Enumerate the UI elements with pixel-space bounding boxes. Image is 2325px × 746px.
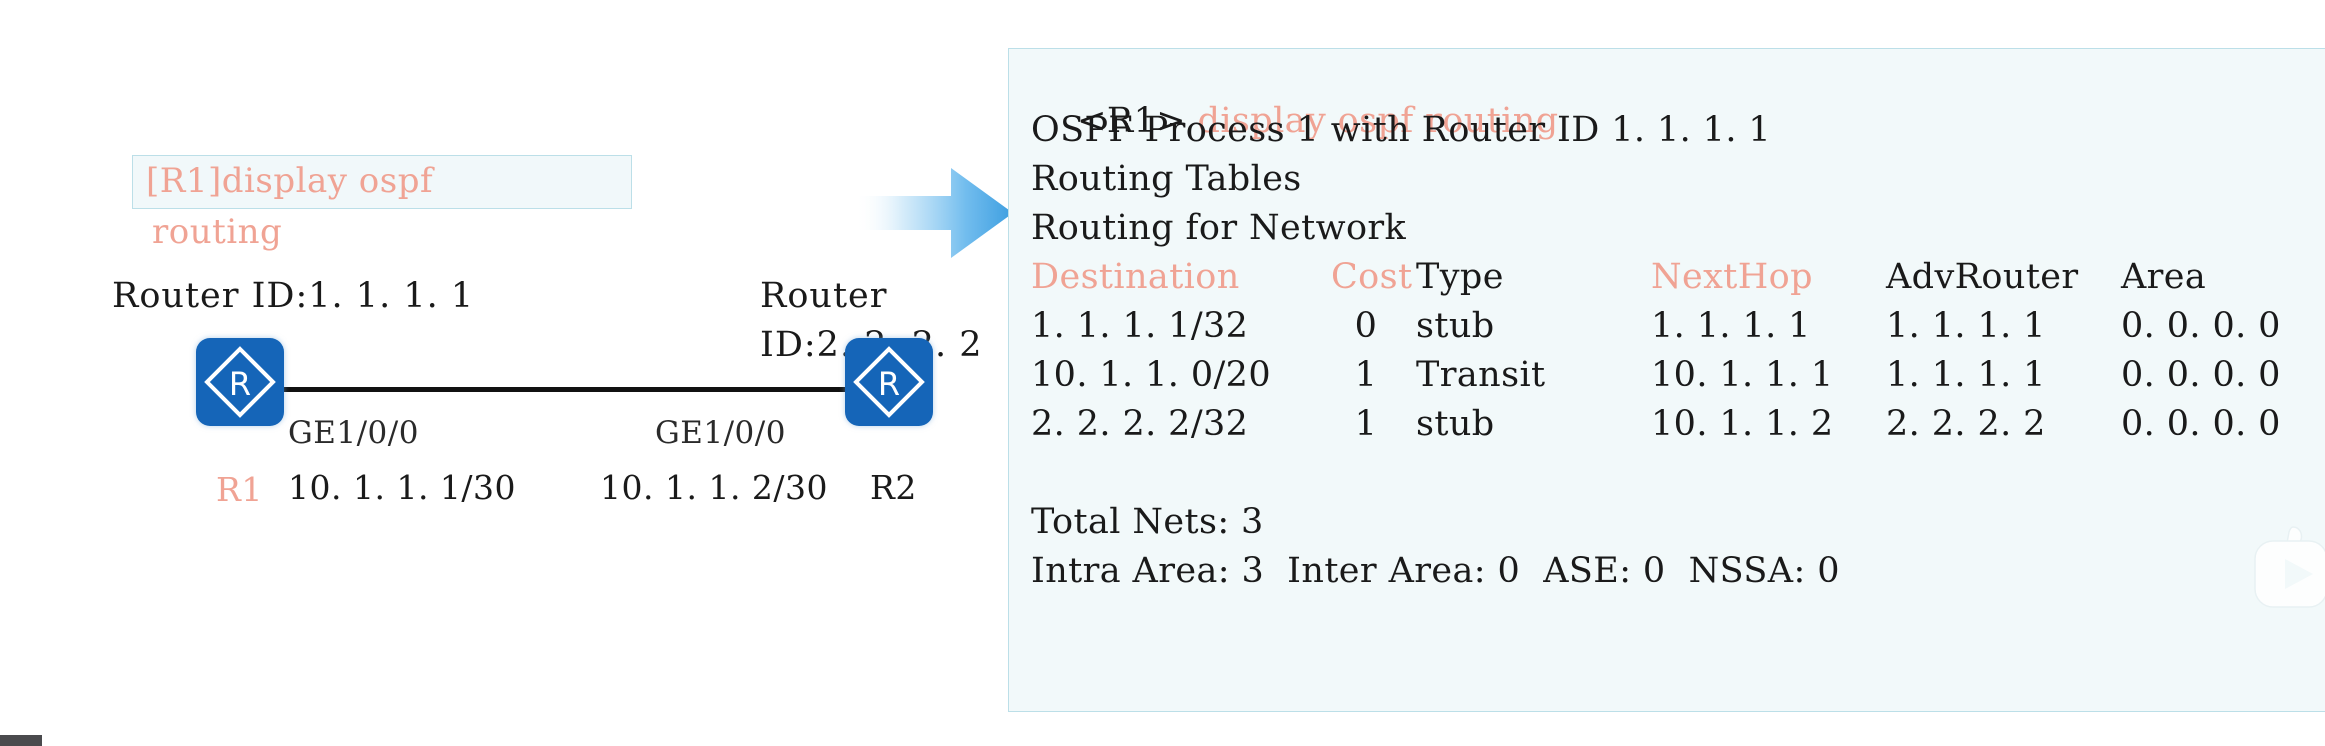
router-id-label-r1: Router ID:1. 1. 1. 1: [112, 276, 475, 316]
router-id-label-r2-line1: Router: [760, 276, 888, 316]
cell-destination: 2. 2. 2. 2/32: [1031, 404, 1249, 444]
cell-cost: 0: [1354, 306, 1378, 346]
cell-type: Transit: [1416, 355, 1546, 395]
table-row: 1. 1. 1. 1/32 0 stub 1. 1. 1. 1 1. 1. 1.…: [1031, 306, 2325, 346]
table-row: 2. 2. 2. 2/32 1 stub 10. 1. 1. 2 2. 2. 2…: [1031, 404, 2325, 444]
cell-advrouter: 2. 2. 2. 2: [1886, 404, 2046, 444]
cell-type: stub: [1416, 404, 1495, 444]
header-advrouter: AdvRouter: [1886, 257, 2079, 297]
command-callout-line1: [R1]display ospf: [146, 161, 434, 201]
header-type: Type: [1416, 257, 1504, 297]
cell-cost: 1: [1354, 355, 1378, 395]
terminal-prompt-line: <R1> display ospf routing: [1031, 61, 1559, 181]
cell-area: 0. 0. 0. 0: [2121, 306, 2281, 346]
cell-destination: 1. 1. 1. 1/32: [1031, 306, 1249, 346]
command-callout-line2: routing: [152, 212, 283, 252]
header-destination: Destination: [1031, 257, 1240, 297]
summary-total-nets: Total Nets: 3: [1031, 502, 1264, 542]
ethernet-link-line: [278, 387, 878, 392]
bottom-left-marker: [0, 735, 42, 746]
play-button-icon: [2254, 526, 2325, 608]
terminal-command: display ospf routing: [1197, 101, 1559, 141]
ip-address-r1: 10. 1. 1. 1/30: [288, 468, 517, 507]
cell-nexthop: 10. 1. 1. 1: [1651, 355, 1834, 395]
cell-destination: 10. 1. 1. 0/20: [1031, 355, 1272, 395]
cell-nexthop: 10. 1. 1. 2: [1651, 404, 1834, 444]
cell-advrouter: 1. 1. 1. 1: [1886, 355, 2046, 395]
cell-area: 0. 0. 0. 0: [2121, 355, 2281, 395]
cell-cost: 1: [1354, 404, 1378, 444]
cell-advrouter: 1. 1. 1. 1: [1886, 306, 2046, 346]
router-icon: R: [845, 338, 933, 426]
cell-nexthop: 1. 1. 1. 1: [1651, 306, 1811, 346]
cell-area: 0. 0. 0. 0: [2121, 404, 2281, 444]
header-cost: Cost: [1331, 257, 1413, 297]
svg-text:R: R: [229, 365, 251, 403]
table-row: 10. 1. 1. 0/20 1 Transit 10. 1. 1. 1 1. …: [1031, 355, 2325, 395]
header-nexthop: NextHop: [1651, 257, 1813, 297]
right-arrow-icon: [855, 168, 1013, 258]
cell-type: stub: [1416, 306, 1495, 346]
terminal-line-routing-for-network: Routing for Network: [1031, 208, 1407, 248]
interface-label-r2: GE1/0/0: [655, 415, 786, 451]
device-name-r2: R2: [870, 468, 917, 507]
command-callout-box: [132, 155, 632, 209]
terminal-line-routing-tables: Routing Tables: [1031, 159, 1302, 199]
terminal-line-process: OSPF Process 1 with Router ID 1. 1. 1. 1: [1031, 110, 1772, 150]
terminal-output-panel: <R1> display ospf routing OSPF Process 1…: [1008, 48, 2325, 712]
device-name-r1: R1: [216, 470, 263, 509]
network-topology-diagram: [R1]display ospf routing Router ID:1. 1.…: [0, 0, 1013, 746]
terminal-prompt: <R1>: [1077, 101, 1186, 141]
header-area: Area: [2121, 257, 2207, 297]
svg-text:R: R: [878, 365, 900, 403]
routing-table-header-row: Destination Cost Type NextHop AdvRouter …: [1031, 257, 2325, 297]
interface-label-r1: GE1/0/0: [288, 415, 419, 451]
ip-address-r2: 10. 1. 1. 2/30: [600, 468, 829, 507]
summary-areas: Intra Area: 3 Inter Area: 0 ASE: 0 NSSA:…: [1031, 551, 1840, 591]
router-icon: R: [196, 338, 284, 426]
